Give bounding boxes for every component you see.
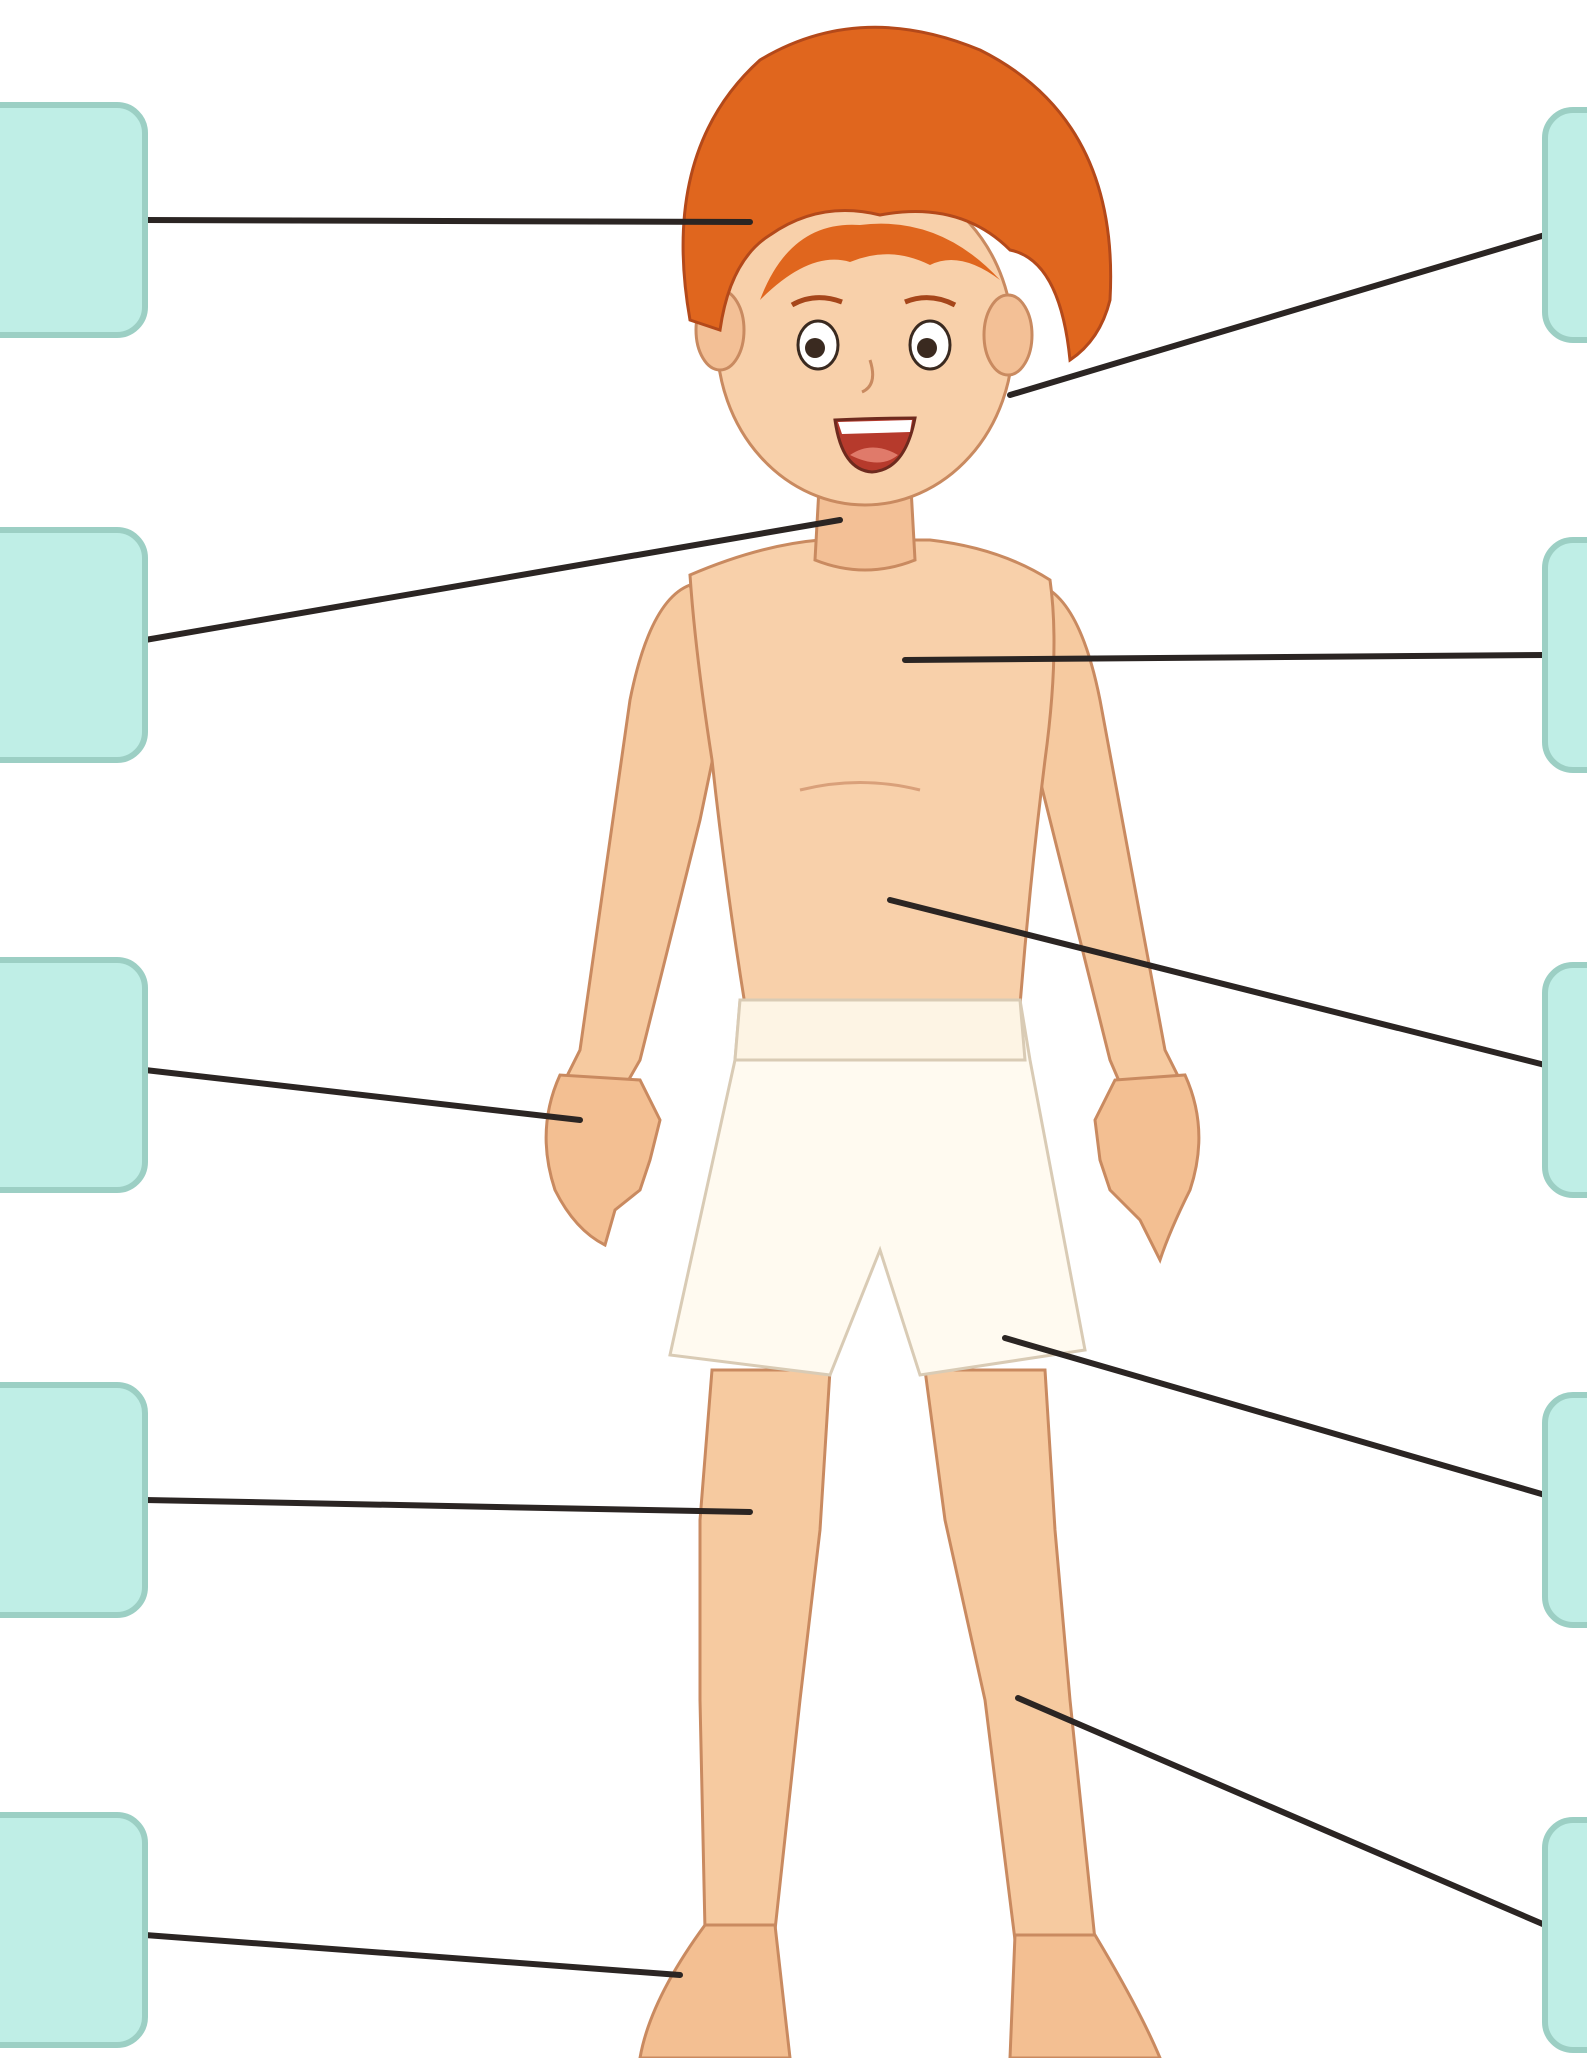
label-box-neck[interactable]: [0, 530, 145, 760]
label-box-foot[interactable]: [0, 1815, 145, 2045]
teeth: [838, 420, 912, 434]
boy-figure: [546, 27, 1199, 2058]
left-hand: [546, 1075, 660, 1245]
leader-line-shorts: [1005, 1338, 1545, 1495]
label-box-face[interactable]: [1545, 110, 1587, 340]
label-box-stomach[interactable]: [1545, 965, 1587, 1195]
label-box-hand[interactable]: [0, 960, 145, 1190]
left-pupil: [805, 338, 825, 358]
label-box-leg[interactable]: [1545, 1820, 1587, 2050]
torso: [690, 540, 1054, 1005]
leader-line-leg: [1018, 1698, 1545, 1925]
leader-line-hand: [145, 1070, 580, 1120]
label-box-knee[interactable]: [0, 1385, 145, 1615]
right-ear: [984, 295, 1032, 375]
leader-line-hair: [145, 220, 750, 222]
leader-line-foot: [145, 1935, 680, 1975]
left-foot: [640, 1925, 790, 2058]
right-hand: [1095, 1075, 1199, 1260]
right-pupil: [917, 338, 937, 358]
waistband: [735, 1000, 1025, 1060]
left-leg: [700, 1370, 830, 1930]
label-box-shorts[interactable]: [1545, 1395, 1587, 1625]
label-boxes-right: [1545, 110, 1587, 2050]
label-boxes-left: [0, 105, 145, 2045]
label-box-hair[interactable]: [0, 105, 145, 335]
label-box-chest[interactable]: [1545, 540, 1587, 770]
leader-line-knee: [145, 1500, 750, 1512]
right-leg: [925, 1370, 1095, 1940]
right-foot: [1010, 1935, 1160, 2058]
